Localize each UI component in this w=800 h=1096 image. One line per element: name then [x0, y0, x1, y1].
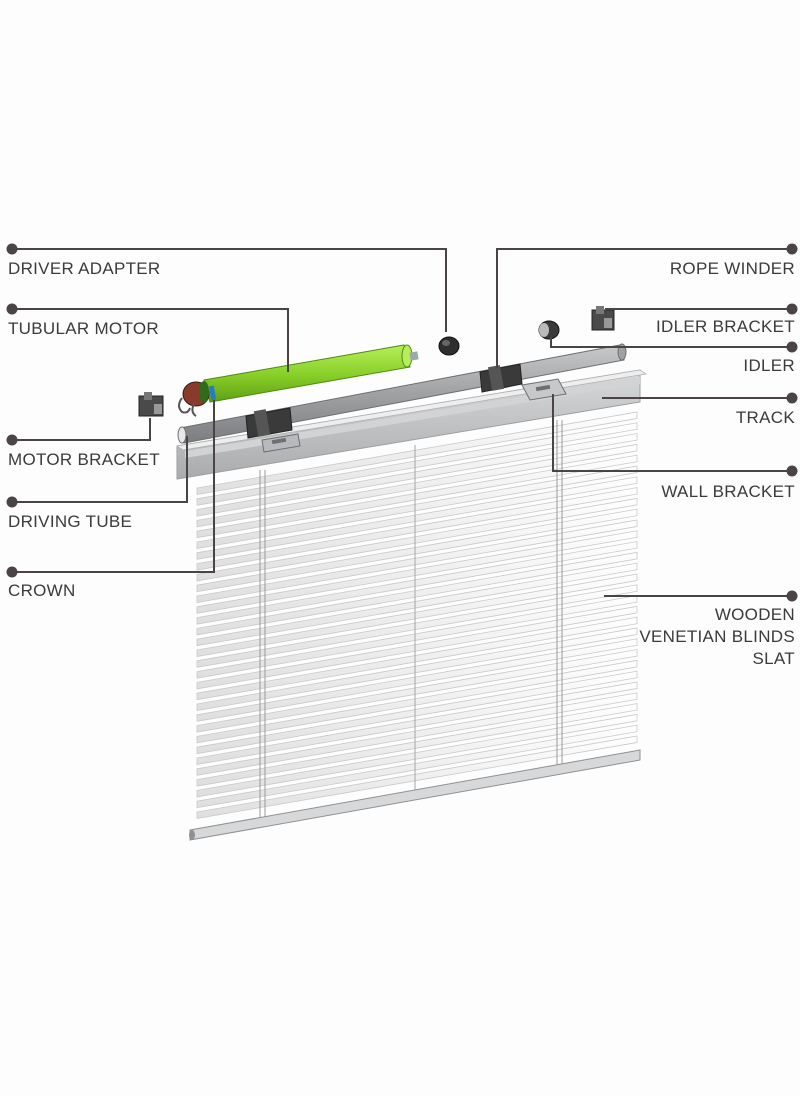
- slat: [196, 595, 638, 679]
- slat: [196, 465, 638, 549]
- slat: [196, 735, 638, 819]
- slat: [196, 681, 638, 765]
- slat: [196, 616, 638, 701]
- label-motor-bracket: MOTOR BRACKET: [8, 450, 160, 469]
- rope-winder-right: [479, 363, 523, 393]
- slat: [196, 659, 638, 744]
- slat: [196, 584, 638, 668]
- leader-lines: [12, 248, 792, 597]
- label-slat-line-2: VENETIAN BLINDS: [639, 627, 795, 646]
- label-wall-bracket: WALL BRACKET: [661, 482, 795, 501]
- idler-part: [538, 320, 560, 340]
- label-track: TRACK: [735, 408, 795, 427]
- slat: [196, 433, 638, 517]
- label-rope-winder: ROPE WINDER: [669, 259, 795, 278]
- slat: [196, 562, 638, 647]
- slat: [196, 530, 638, 614]
- label-tubular-motor: TUBULAR MOTOR: [8, 319, 159, 338]
- rope-winder-left: [245, 407, 293, 439]
- leader-driving-tube: [12, 436, 188, 503]
- slat: [196, 605, 638, 690]
- label-idler-bracket: IDLER BRACKET: [656, 317, 795, 336]
- label-driving-tube: DRIVING TUBE: [8, 512, 133, 531]
- slat: [196, 551, 638, 636]
- slat: [196, 519, 638, 603]
- leader-idler-bracket: [605, 308, 792, 318]
- leader-idler: [550, 338, 792, 348]
- slat: [196, 638, 638, 722]
- leader-wall-bracket: [552, 394, 792, 472]
- slat: [196, 422, 638, 506]
- slat: [196, 541, 638, 625]
- ladder-cords: [259, 420, 563, 822]
- slat: [196, 703, 638, 787]
- slat: [196, 670, 638, 755]
- label-driver-adapter: DRIVER ADAPTER: [8, 259, 161, 278]
- label-slat-line-3: SLAT: [752, 649, 795, 668]
- leader-driver-adapter: [12, 248, 447, 332]
- leader-tubular-motor: [12, 308, 289, 372]
- label-slat-line-1: WOODEN: [714, 605, 795, 624]
- wall-bracket-right: [521, 378, 567, 401]
- leader-dots: [6, 243, 798, 602]
- leader-motor-bracket: [12, 418, 151, 441]
- slat: [196, 411, 638, 495]
- slat: [196, 649, 638, 733]
- idler-bracket-part: [591, 306, 615, 331]
- label-slat: WOODEN VENETIAN BLINDS SLAT: [639, 604, 795, 670]
- slat: [196, 497, 638, 582]
- slat: [196, 487, 638, 571]
- slat: [196, 454, 638, 539]
- driver-adapter-part: [438, 336, 460, 356]
- slat: [196, 508, 638, 593]
- wall-bracket-left: [261, 433, 301, 453]
- slat: [196, 573, 638, 657]
- slat: [196, 627, 638, 711]
- motor-bracket-part: [138, 392, 164, 417]
- tubular-motor: [178, 344, 419, 417]
- label-crown: CROWN: [8, 581, 76, 600]
- leader-crown: [12, 400, 215, 573]
- slats-group: [196, 411, 638, 819]
- label-idler: IDLER: [743, 356, 795, 375]
- slat: [196, 476, 638, 560]
- slat: [196, 443, 638, 528]
- slat: [196, 692, 638, 776]
- leader-rope-winder: [496, 248, 792, 368]
- slat: [196, 713, 638, 798]
- slat: [196, 724, 638, 809]
- bottom-rail: [189, 749, 641, 841]
